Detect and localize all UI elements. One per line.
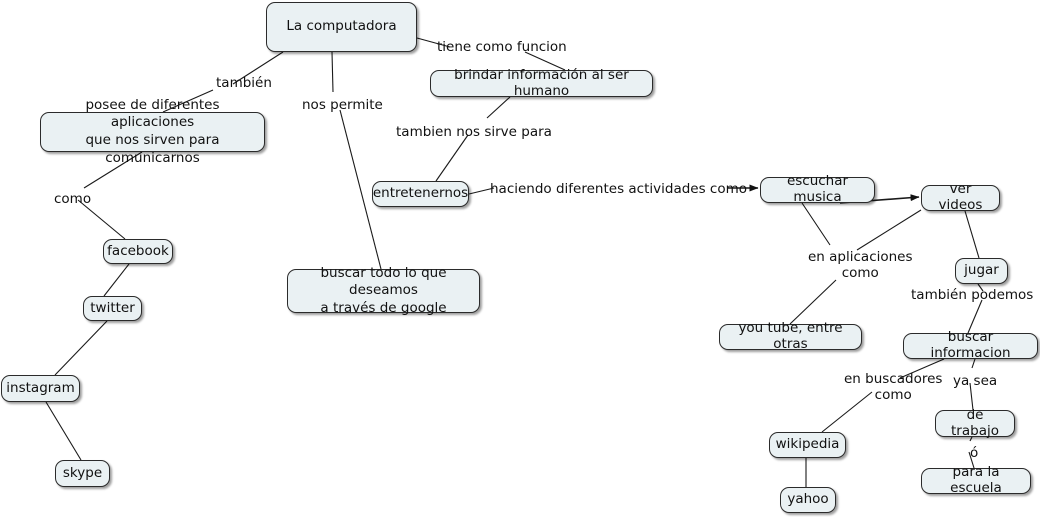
link-label-en_buscadores_como: en buscadores como (844, 371, 943, 403)
link-label-tiene_como_funcion: tiene como funcion (437, 39, 567, 55)
concept-node-escuchar[interactable]: escuchar musica (760, 173, 875, 205)
edge-line (331, 51, 334, 93)
edge-line (435, 134, 469, 182)
link-label-como_izq: como (54, 191, 92, 207)
link-label-haciendo: haciendo diferentes actividades como (490, 181, 748, 197)
link-label-o_conector: ó (970, 445, 979, 461)
link-label-tambien: también (216, 75, 272, 91)
edge-line (856, 209, 922, 251)
link-label-tambien_podemos: también podemos (911, 287, 1034, 303)
concept-node-de_trabajo[interactable]: de trabajo (935, 407, 1015, 438)
concept-node-instagram[interactable]: instagram (1, 375, 80, 402)
link-label-tambien_nos_sirve: tambien nos sirve para (396, 124, 552, 140)
concept-node-buscar_google[interactable]: buscar todo lo que deseamos a través de … (287, 265, 480, 316)
concept-node-wikipedia[interactable]: wikipedia (769, 432, 846, 458)
edge-line (45, 401, 82, 461)
edge-line (964, 210, 980, 259)
link-label-en_aplicaciones_como: en aplicaciones como (808, 249, 913, 281)
edge-line (103, 263, 130, 297)
concept-node-youtube[interactable]: you tube, entre otras (719, 320, 862, 352)
concept-node-yahoo[interactable]: yahoo (780, 487, 836, 513)
edge-line (486, 96, 511, 119)
concept-node-jugar[interactable]: jugar (955, 258, 1008, 284)
concept-node-posee[interactable]: posee de diferentes aplicaciones que nos… (40, 97, 265, 166)
link-label-nos_permite: nos permite (302, 97, 383, 113)
concept-node-brindar[interactable]: brindar información al ser humano (430, 67, 653, 98)
concept-node-facebook[interactable]: facebook (103, 239, 173, 264)
edge-line (801, 202, 831, 246)
link-label-ya_sea: ya sea (953, 373, 998, 389)
concept-node-twitter[interactable]: twitter (83, 296, 142, 321)
edge-line (967, 299, 983, 334)
concept-node-buscar_info[interactable]: buscar informacion (903, 329, 1038, 361)
edge-line (54, 320, 108, 376)
concept-node-skype[interactable]: skype (55, 460, 110, 487)
concept-node-computadora[interactable]: La computadora (266, 2, 417, 52)
concept-node-videos[interactable]: ver videos (921, 181, 1000, 213)
concept-node-para_escuela[interactable]: para la escuela (921, 464, 1031, 496)
edge-line (789, 279, 837, 325)
concept-node-entretenernos[interactable]: entretenernos (372, 181, 469, 207)
